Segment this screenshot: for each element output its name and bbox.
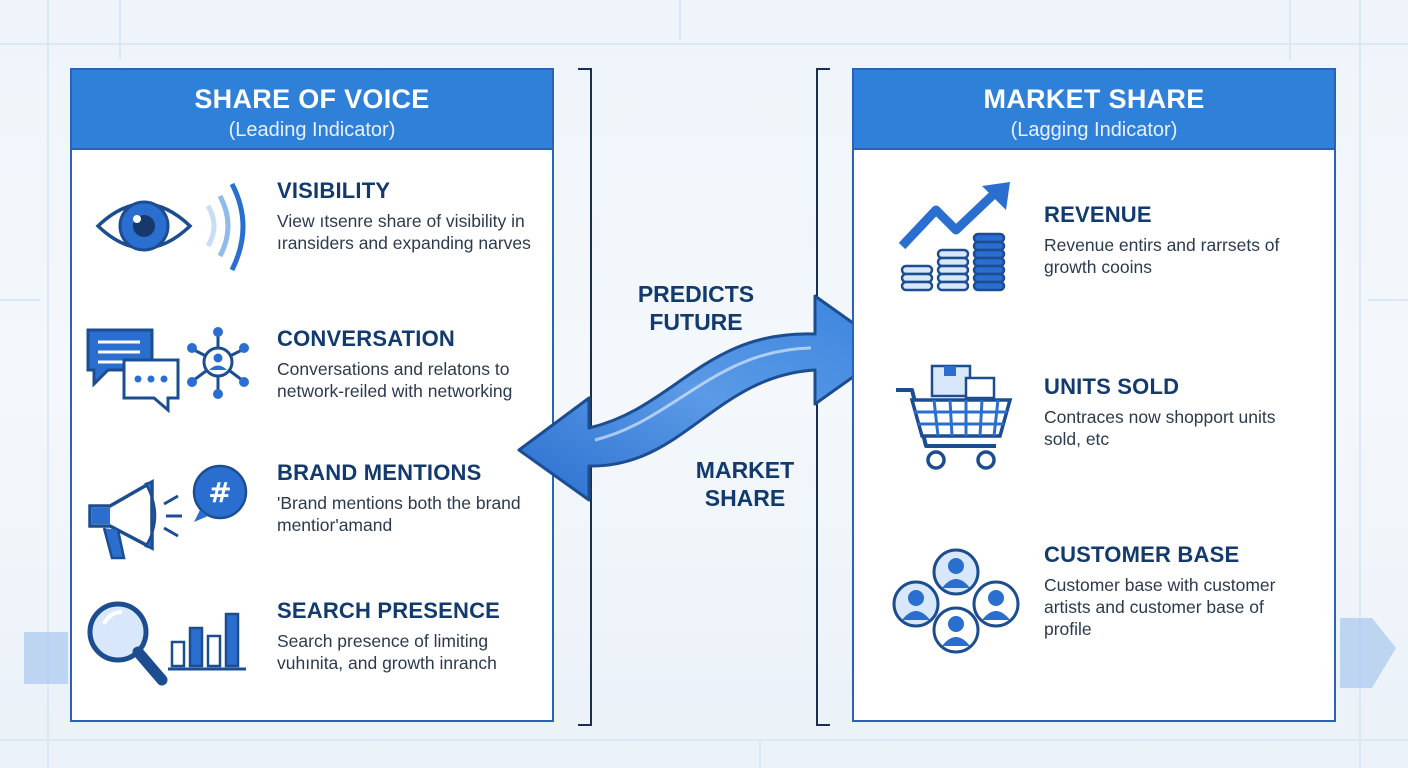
conversation-title: CONVERSATION xyxy=(277,326,456,351)
share-of-voice-panel: SHARE OF VOICE (Leading Indicator) VISIB… xyxy=(70,68,554,722)
eye-icon xyxy=(95,182,246,272)
units-sold-desc: Contraces now shopport units sold, etc xyxy=(1044,407,1276,449)
market-share-header: MARKET SHARE (Lagging Indicator) xyxy=(854,70,1334,150)
panel-subtitle: (Leading Indicator) xyxy=(228,119,396,141)
panel-title: MARKET SHARE xyxy=(983,84,1205,114)
panel-subtitle: (Lagging Indicator) xyxy=(1010,119,1178,141)
revenue-desc: Revenue entirs and rarrsets of growth co… xyxy=(1044,235,1280,277)
visibility-item: VISIBILITY View ıtsenre share of visibil… xyxy=(72,178,552,308)
visibility-desc: View ıtsenre share of visibility in ıran… xyxy=(277,211,531,253)
conversation-desc: Conversations and relatons to network-re… xyxy=(277,359,513,401)
predicts-future-label: PREDICTS FUTURE xyxy=(637,281,755,335)
panel-title: SHARE OF VOICE xyxy=(194,84,430,114)
customer-base-title: CUSTOMER BASE xyxy=(1044,542,1240,567)
chat-network-icon xyxy=(86,327,249,414)
megaphone-hashtag-icon: # xyxy=(88,464,248,560)
growth-coins-icon xyxy=(898,182,1010,292)
brand-mentions-desc: 'Brand mentions both the brand mentior'a… xyxy=(277,493,521,535)
customer-base-desc: Customer base with customer artists and … xyxy=(1044,575,1276,639)
brand-mentions-item: # BRAND MENTIONS 'Brand mentions both th… xyxy=(72,460,552,590)
search-presence-title: SEARCH PRESENCE xyxy=(277,598,501,623)
search-presence-desc: Search presence of limiting vuhınita, an… xyxy=(277,631,497,673)
revenue-item: REVENUE Revenue entirs and rarrsets of g… xyxy=(854,180,1334,310)
share-of-voice-header: SHARE OF VOICE (Leading Indicator) xyxy=(72,70,552,150)
customer-group-icon xyxy=(892,548,1020,654)
market-share-panel: MARKET SHARE (Lagging Indicator) xyxy=(852,68,1336,722)
customer-base-item: CUSTOMER BASE Customer base with custome… xyxy=(854,542,1334,678)
left-bracket xyxy=(578,68,592,726)
units-sold-item: UNITS SOLD Contraces now shopport units … xyxy=(854,360,1334,490)
visibility-title: VISIBILITY xyxy=(277,178,391,203)
shopping-cart-icon xyxy=(896,364,1013,470)
market-share-center-label: MARKET SHARE xyxy=(695,457,795,511)
magnifier-chart-icon xyxy=(87,601,246,686)
brand-mentions-title: BRAND MENTIONS xyxy=(277,460,482,485)
units-sold-title: UNITS SOLD xyxy=(1044,374,1180,399)
search-presence-item: SEARCH PRESENCE Search presence of limit… xyxy=(72,598,552,728)
conversation-item: CONVERSATION Conversations and relatons … xyxy=(72,326,552,456)
svg-text:#: # xyxy=(208,476,231,509)
revenue-title: REVENUE xyxy=(1044,202,1152,227)
